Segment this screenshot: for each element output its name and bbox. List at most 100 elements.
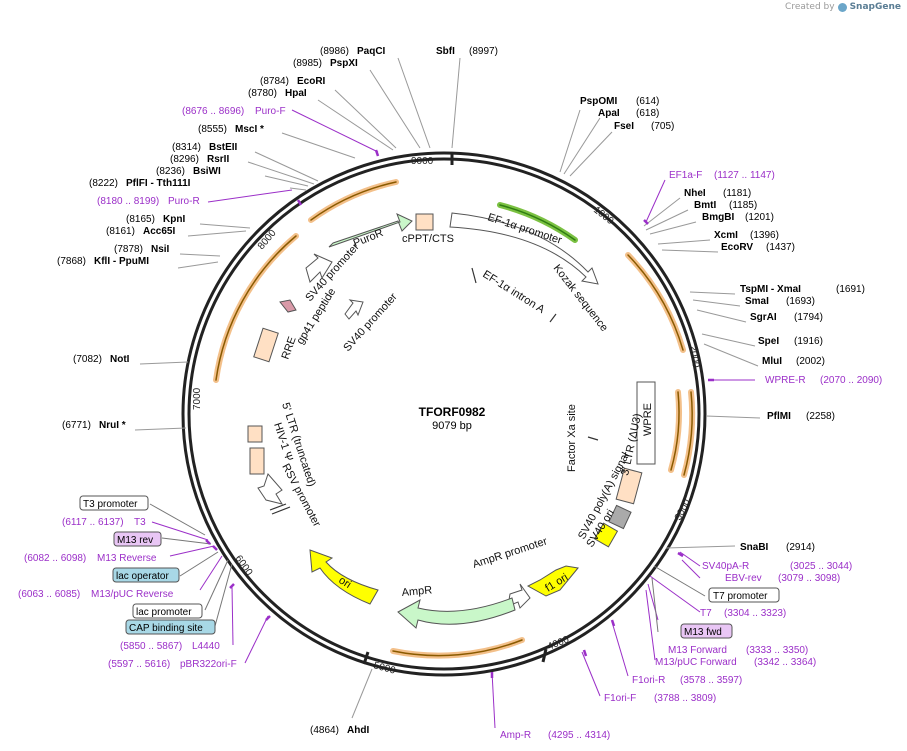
primer-labels: (8676 .. 8696) Puro-F (8180 .. 8199) Pur… [18,106,882,741]
enzyme-name-xcmi: XcmI [714,230,738,241]
small-marks [269,267,599,515]
m13-rev-text: M13 rev [117,535,153,546]
enzyme-pos-pflmi: (2258) [806,411,835,422]
boxed-labels: T7 promoter M13 fwd T3 promoter M13 rev … [79,495,780,639]
primer-range-t7: (3304 .. 3323) [724,608,786,619]
primer-name-f1ori-r: F1ori-R [632,675,665,686]
enzyme-pos-nhei: (1181) [723,188,751,199]
enzyme-pos-bmgbi: (1201) [745,212,774,223]
primer-range-f1ori-f: (3788 .. 3809) [654,693,716,704]
primer-range-m13-forward: (3333 .. 3350) [746,645,808,656]
enzyme-pos-nsii: (7878) [114,244,143,255]
hiv-psi-box [249,447,265,475]
primer-name-sv40pa-r: SV40pA-R [702,561,749,572]
primer-name-ebv-rev: EBV-rev [725,573,762,584]
primer-range-ebv-rev: (3079 .. 3098) [778,573,840,584]
primer-ticks [205,149,714,678]
primer-range-amp-r: (4295 .. 4314) [548,730,610,741]
enzyme-pos-msci: (8555) [198,124,227,135]
enzyme-pos-bmti: (1185) [729,200,757,211]
enzyme-pos-apai: (618) [636,108,659,119]
lac-promoter-text: lac promoter [136,607,192,618]
ltr5-box [247,425,263,443]
orf-arc-bottom [390,637,525,659]
primer-name-m13-puc-forward: M13/pUC Forward [655,657,737,668]
enzyme-name-acc65i: Acc65I [143,226,175,237]
enzyme-pos-snabi: (2914) [786,542,815,553]
tick-7000: 7000 [192,387,203,410]
primer-name-m13-reverse: M13 Reverse [97,553,157,564]
t7-promoter-box [708,587,780,603]
enzyme-name-bsiwi: BsiWI [193,166,221,177]
ori-label: ori [336,574,353,591]
wpre-box [636,381,656,465]
m13-fwd-box [680,623,733,639]
enzyme-name-smai: SmaI [745,296,769,307]
primer-name-puro-r: Puro-R [168,196,200,207]
enzyme-pos-ecori: (8784) [260,76,289,87]
enzyme-pos-fsei: (705) [651,121,674,132]
enzyme-pos-pspxi: (8985) [293,58,322,69]
enzyme-name-kfli: KflI - PpuMI [94,256,149,267]
rre-box [253,327,279,363]
primer-range-pbr322ori-f: (5597 .. 5616) [108,659,170,670]
primer-name-m13-forward: M13 Forward [668,645,727,656]
primer-name-m13-puc-reverse: M13/pUC Reverse [91,589,174,600]
primer-name-t3: T3 [134,517,146,528]
primer-name-t7: T7 [700,608,712,619]
cap-binding-text: CAP binding site [129,623,203,634]
rre-label: RRE [280,335,299,361]
enzyme-pos-xcmi: (1396) [750,230,779,241]
snapgene-name: SnapGene [849,2,901,12]
gp41-arrow [279,299,297,313]
plasmid-length: 9079 bp [432,420,472,432]
primer-range-t3: (6117 .. 6137) [62,517,124,528]
ampr-arrow [397,597,516,629]
enzyme-name-sbfi: SbfI [436,46,455,57]
enzyme-name-nrui: NruI * [99,420,126,431]
enzyme-name-ecorv: EcoRV [721,242,753,253]
primer-range-m13-reverse: (6082 .. 6098) [24,553,86,564]
primer-range-sv40pa-r: (3025 .. 3044) [790,561,852,572]
primer-name-amp-r: Amp-R [500,730,531,741]
primer-name-f1ori-f: F1ori-F [604,693,636,704]
lac-operator-box [112,567,180,583]
enzyme-pos-nrui: (6771) [62,420,91,431]
primer-range-puro-f: (8676 .. 8696) [182,106,244,117]
enzyme-pos-bsteii: (8314) [172,142,201,153]
sv40-ori-box [593,522,619,548]
tick-9000: 9000 [411,156,434,167]
enzyme-pos-pspomi: (614) [636,96,659,107]
t7-promoter-text: T7 promoter [713,591,768,602]
m13-rev-box [113,531,162,547]
enzyme-pos-paqci: (8986) [320,46,349,57]
enzyme-pos-sgrai: (1794) [794,312,823,323]
orf-arcs [213,179,696,659]
enzyme-pos-acc65i: (8161) [106,226,135,237]
enzyme-pos-hpai: (8780) [248,88,277,99]
snapgene-logo-icon [837,2,847,12]
inner-features [247,212,656,629]
enzyme-pos-mlui: (2002) [796,356,825,367]
snapgene-branding: Created by SnapGene [785,2,901,12]
enzyme-pos-kpni: (8165) [126,214,155,225]
enzyme-pos-smai: (1693) [786,296,815,307]
cppt-label: cPPT/CTS [402,233,454,245]
ampr-promoter-label: AmpR promoter [471,535,549,571]
enzyme-name-spei: SpeI [758,336,779,347]
enzyme-pos-pflfi: (8222) [89,178,118,189]
enzyme-name-bmgbi: BmgBI [702,212,734,223]
primer-range-ef1a-f: (1127 .. 1147) [714,170,775,181]
enzyme-name-tspmi: TspMI - XmaI [740,284,801,295]
primer-name-ef1a-f: EF1a-F [669,170,702,181]
lac-promoter-box [132,603,203,619]
enzyme-name-pspxi: PspXI [330,58,358,69]
primer-name-l4440: L4440 [192,641,220,652]
ef1a-promoter-arrow [449,212,599,285]
misc-leader-lines [149,503,706,633]
backbone-outer-ring [181,151,707,677]
enzyme-pos-kfli: (7868) [57,256,86,267]
primer-leader-lines [151,109,755,729]
primer-range-wpre-r: (2070 .. 2090) [820,375,882,386]
